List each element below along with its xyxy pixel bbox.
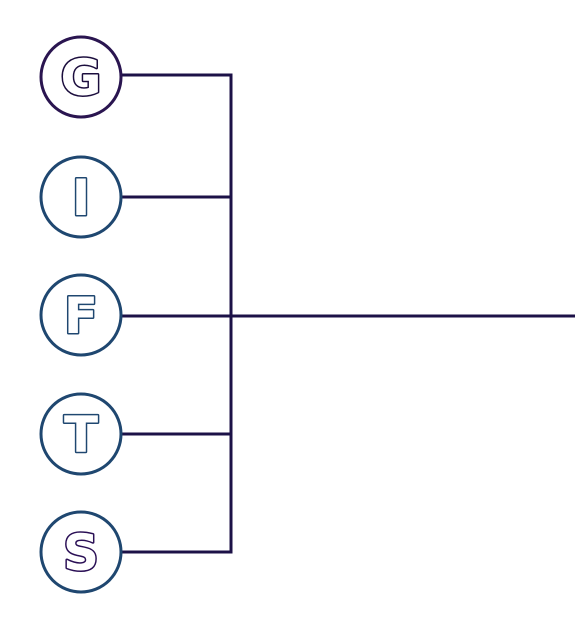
node-s-ring	[39, 510, 123, 594]
node-t: T	[39, 392, 123, 476]
node-f-letter: F	[64, 287, 98, 345]
node-f-ring	[39, 273, 123, 357]
node-g-ring	[39, 35, 123, 119]
node-i-letter: I	[72, 169, 91, 227]
node-i-ring	[39, 155, 123, 239]
node-s-letter: S	[63, 524, 99, 582]
node-t-letter: T	[64, 406, 98, 464]
connectors	[122, 73, 575, 554]
node-f: F	[39, 273, 123, 357]
node-g: G	[39, 35, 123, 119]
node-s: S	[39, 510, 123, 594]
node-i: I	[39, 155, 123, 239]
node-t-ring	[39, 392, 123, 476]
node-g-letter: G	[60, 49, 101, 107]
